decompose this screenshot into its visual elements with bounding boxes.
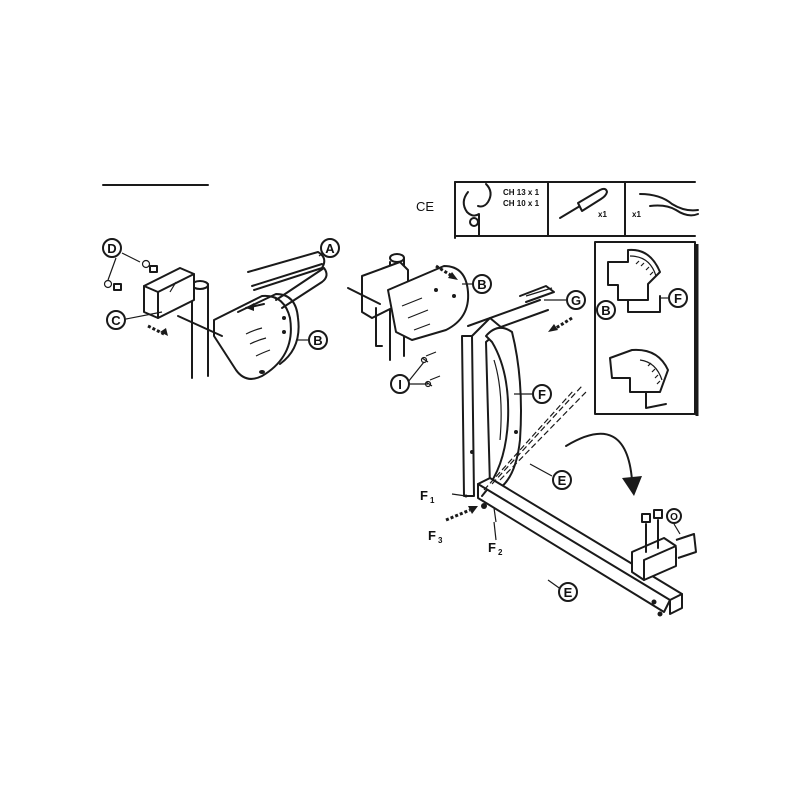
pliers-quantity: x1 xyxy=(632,210,641,219)
svg-text:1: 1 xyxy=(430,496,435,505)
pliers-icon xyxy=(639,193,699,217)
wrench-size-13: CH 13 x 1 xyxy=(503,188,540,197)
callout-G: G xyxy=(566,290,586,310)
label-F1: F 1 xyxy=(420,488,435,505)
svg-text:E: E xyxy=(564,585,573,600)
ce-mark: CE xyxy=(416,199,434,214)
callout-B-centre: B xyxy=(472,274,492,294)
svg-text:3: 3 xyxy=(438,536,443,545)
detail-inset xyxy=(594,241,699,416)
callout-B-left: B xyxy=(308,330,328,350)
callout-E-upper: E xyxy=(552,470,572,490)
svg-text:F: F xyxy=(420,488,428,503)
callout-C: C xyxy=(106,310,126,330)
callout-E-lower: E xyxy=(558,582,578,602)
callout-A: A xyxy=(320,238,340,258)
callout-B-inset: B xyxy=(596,300,616,320)
callout-F-frame: F xyxy=(532,384,552,404)
svg-text:B: B xyxy=(477,277,486,292)
callout-F-inset: F xyxy=(660,288,688,308)
svg-text:D: D xyxy=(107,241,116,256)
svg-text:B: B xyxy=(601,303,610,318)
svg-text:G: G xyxy=(571,293,581,308)
svg-text:F: F xyxy=(674,291,682,306)
svg-text:2: 2 xyxy=(498,548,503,557)
svg-text:F: F xyxy=(538,387,546,402)
callout-I: I xyxy=(390,374,410,394)
screwdriver-quantity: x1 xyxy=(598,210,607,219)
main-frame-assembly xyxy=(347,253,697,617)
svg-text:F: F xyxy=(488,540,496,555)
callout-O: O xyxy=(666,508,682,524)
svg-text:A: A xyxy=(325,241,335,256)
label-F2: F 2 xyxy=(488,540,503,557)
screwdriver-icon xyxy=(559,187,608,219)
left-bracket-assembly xyxy=(103,251,328,380)
tools-panel: CE CH 13 x 1 CH 10 x 1 x1 x1 xyxy=(416,181,699,239)
svg-text:O: O xyxy=(670,512,678,523)
svg-text:F: F xyxy=(428,528,436,543)
svg-text:I: I xyxy=(398,377,402,392)
svg-text:B: B xyxy=(313,333,322,348)
wrench-size-10: CH 10 x 1 xyxy=(503,199,540,208)
label-F3: F 3 xyxy=(428,528,443,545)
svg-text:C: C xyxy=(111,313,121,328)
callout-D: D xyxy=(102,238,122,258)
svg-text:E: E xyxy=(558,473,567,488)
wrench-icon xyxy=(462,183,492,237)
